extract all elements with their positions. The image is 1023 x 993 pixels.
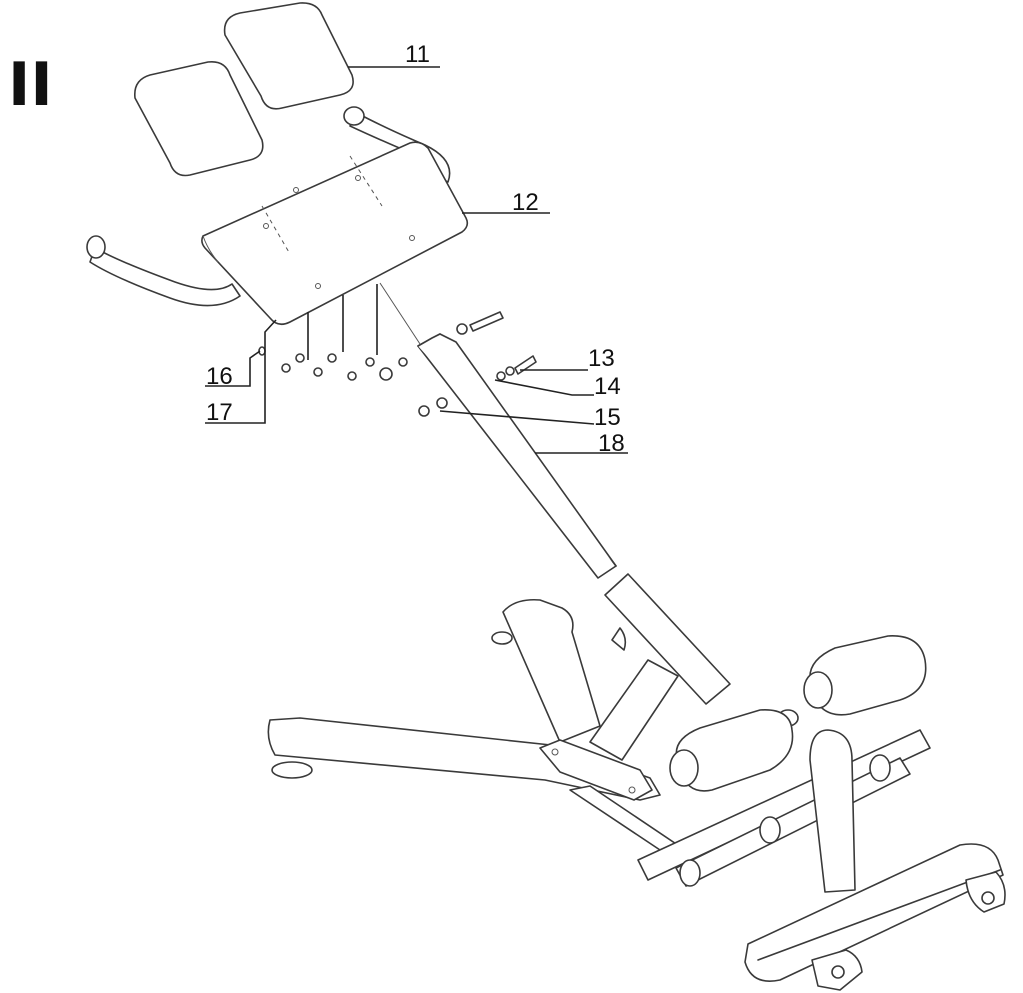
label-17: 17: [206, 399, 233, 426]
upright-tube: [379, 282, 617, 579]
label-15: 15: [594, 404, 621, 431]
leader-lines: [205, 66, 628, 454]
part-labels: 11 12 13 14 15 16 17 18: [206, 41, 625, 457]
label-18: 18: [598, 430, 625, 457]
label-11: 11: [405, 41, 430, 68]
step-label: II: [8, 50, 53, 120]
label-16: 16: [206, 363, 233, 390]
back-pads: [133, 2, 354, 177]
label-13: 13: [588, 345, 615, 372]
hardware-parts: [258, 311, 537, 417]
label-12: 12: [512, 189, 539, 216]
seat-board: [201, 141, 469, 326]
label-14: 14: [594, 373, 621, 400]
lower-frame: [267, 573, 1006, 991]
